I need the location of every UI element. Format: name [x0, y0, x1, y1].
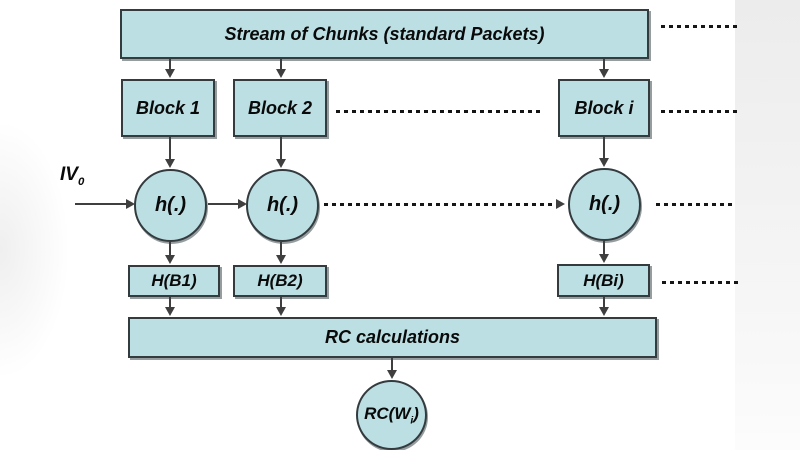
hash-output-b1-box: H(B1) [128, 265, 220, 297]
arrow-blocki-to-hashi-head [599, 158, 609, 167]
arrow-hb2-to-rc-head [276, 307, 286, 316]
hash-output-bi-label: H(Bi) [583, 270, 624, 290]
arrow-block1-to-hash1-head [165, 159, 175, 168]
iv-label-base: IV [60, 164, 78, 185]
dotted-connector-hashi-right [656, 203, 736, 206]
block2-label: Block 2 [247, 97, 313, 118]
iv-label: IV0 [60, 164, 84, 188]
hash2-circle: h(.) [246, 169, 319, 242]
background-right-band [735, 0, 800, 450]
background-left-shade [0, 120, 70, 380]
dotted-arrow-hash2-to-hashi-stem [324, 203, 556, 206]
dotted-arrow-hash2-to-hashi-head [556, 199, 565, 209]
arrow-hbi-to-rc-head [599, 307, 609, 316]
dotted-connector-block2-to-blocki [336, 110, 540, 113]
arrow-stream-to-block2-head [276, 69, 286, 78]
block1-label: Block 1 [135, 97, 201, 118]
hash1-circle: h(.) [134, 169, 207, 242]
arrow-block2-to-hash2-head [276, 159, 286, 168]
arrow-hb2-to-rc-stem [280, 297, 282, 309]
arrow-rc-to-output-head [387, 370, 397, 379]
blocki-label: Block i [574, 97, 634, 118]
arrow-hash1-to-hash2-stem [208, 203, 239, 205]
arrow-hb1-to-rc-stem [169, 297, 171, 309]
arrow-blocki-to-hashi-stem [603, 137, 605, 160]
hash-output-b1-label: H(B1) [151, 271, 197, 290]
stream-of-chunks-label: Stream of Chunks (standard Packets) [224, 23, 545, 44]
hashi-circle: h(.) [568, 168, 641, 241]
rc-output-label: RC(Wi) [364, 403, 419, 427]
blocki-box: Block i [558, 79, 650, 137]
arrow-hbi-to-rc-stem [603, 297, 605, 309]
hash-output-bi-box: H(Bi) [557, 264, 650, 297]
dotted-connector-hbi-right [662, 281, 738, 284]
arrow-iv-to-hash1-head [126, 199, 135, 209]
arrow-hash1-to-hb1-stem [169, 242, 171, 257]
hash-output-b2-label: H(B2) [257, 271, 303, 290]
hash-output-b2-box: H(B2) [233, 265, 327, 297]
arrow-hashi-to-hbi-head [599, 254, 609, 263]
stream-of-chunks-box: Stream of Chunks (standard Packets) [120, 9, 649, 59]
dotted-connector-blocki-right [661, 110, 737, 113]
hashi-label: h(.) [588, 193, 621, 215]
arrow-rc-to-output-stem [391, 358, 393, 372]
arrow-stream-to-block1-head [165, 69, 175, 78]
arrow-iv-to-hash1-stem [75, 203, 127, 205]
arrow-hash1-to-hb1-head [165, 255, 175, 264]
rc-output-circle: RC(Wi) [356, 380, 427, 450]
arrow-hash2-to-hb2-stem [280, 242, 282, 257]
arrow-stream-to-block1-stem [169, 59, 171, 71]
hash1-label: h(.) [154, 194, 187, 216]
block2-box: Block 2 [233, 79, 327, 137]
iv-label-subscript: 0 [77, 175, 85, 188]
arrow-stream-to-block2-stem [280, 59, 282, 71]
arrow-hash2-to-hb2-head [276, 255, 286, 264]
rc-calculations-label: RC calculations [324, 327, 461, 347]
arrow-block1-to-hash1-stem [169, 137, 171, 161]
dotted-connector-stream-right [661, 25, 737, 28]
block1-box: Block 1 [121, 79, 215, 137]
arrow-hash1-to-hash2-head [238, 199, 247, 209]
rc-calculations-box: RC calculations [128, 317, 657, 358]
arrow-hb1-to-rc-head [165, 307, 175, 316]
arrow-block2-to-hash2-stem [280, 137, 282, 161]
arrow-hashi-to-hbi-stem [603, 241, 605, 256]
rc-output-subscript: i [410, 415, 414, 427]
arrow-stream-to-blocki-stem [603, 59, 605, 71]
hash2-label: h(.) [266, 194, 299, 216]
arrow-stream-to-blocki-head [599, 69, 609, 78]
